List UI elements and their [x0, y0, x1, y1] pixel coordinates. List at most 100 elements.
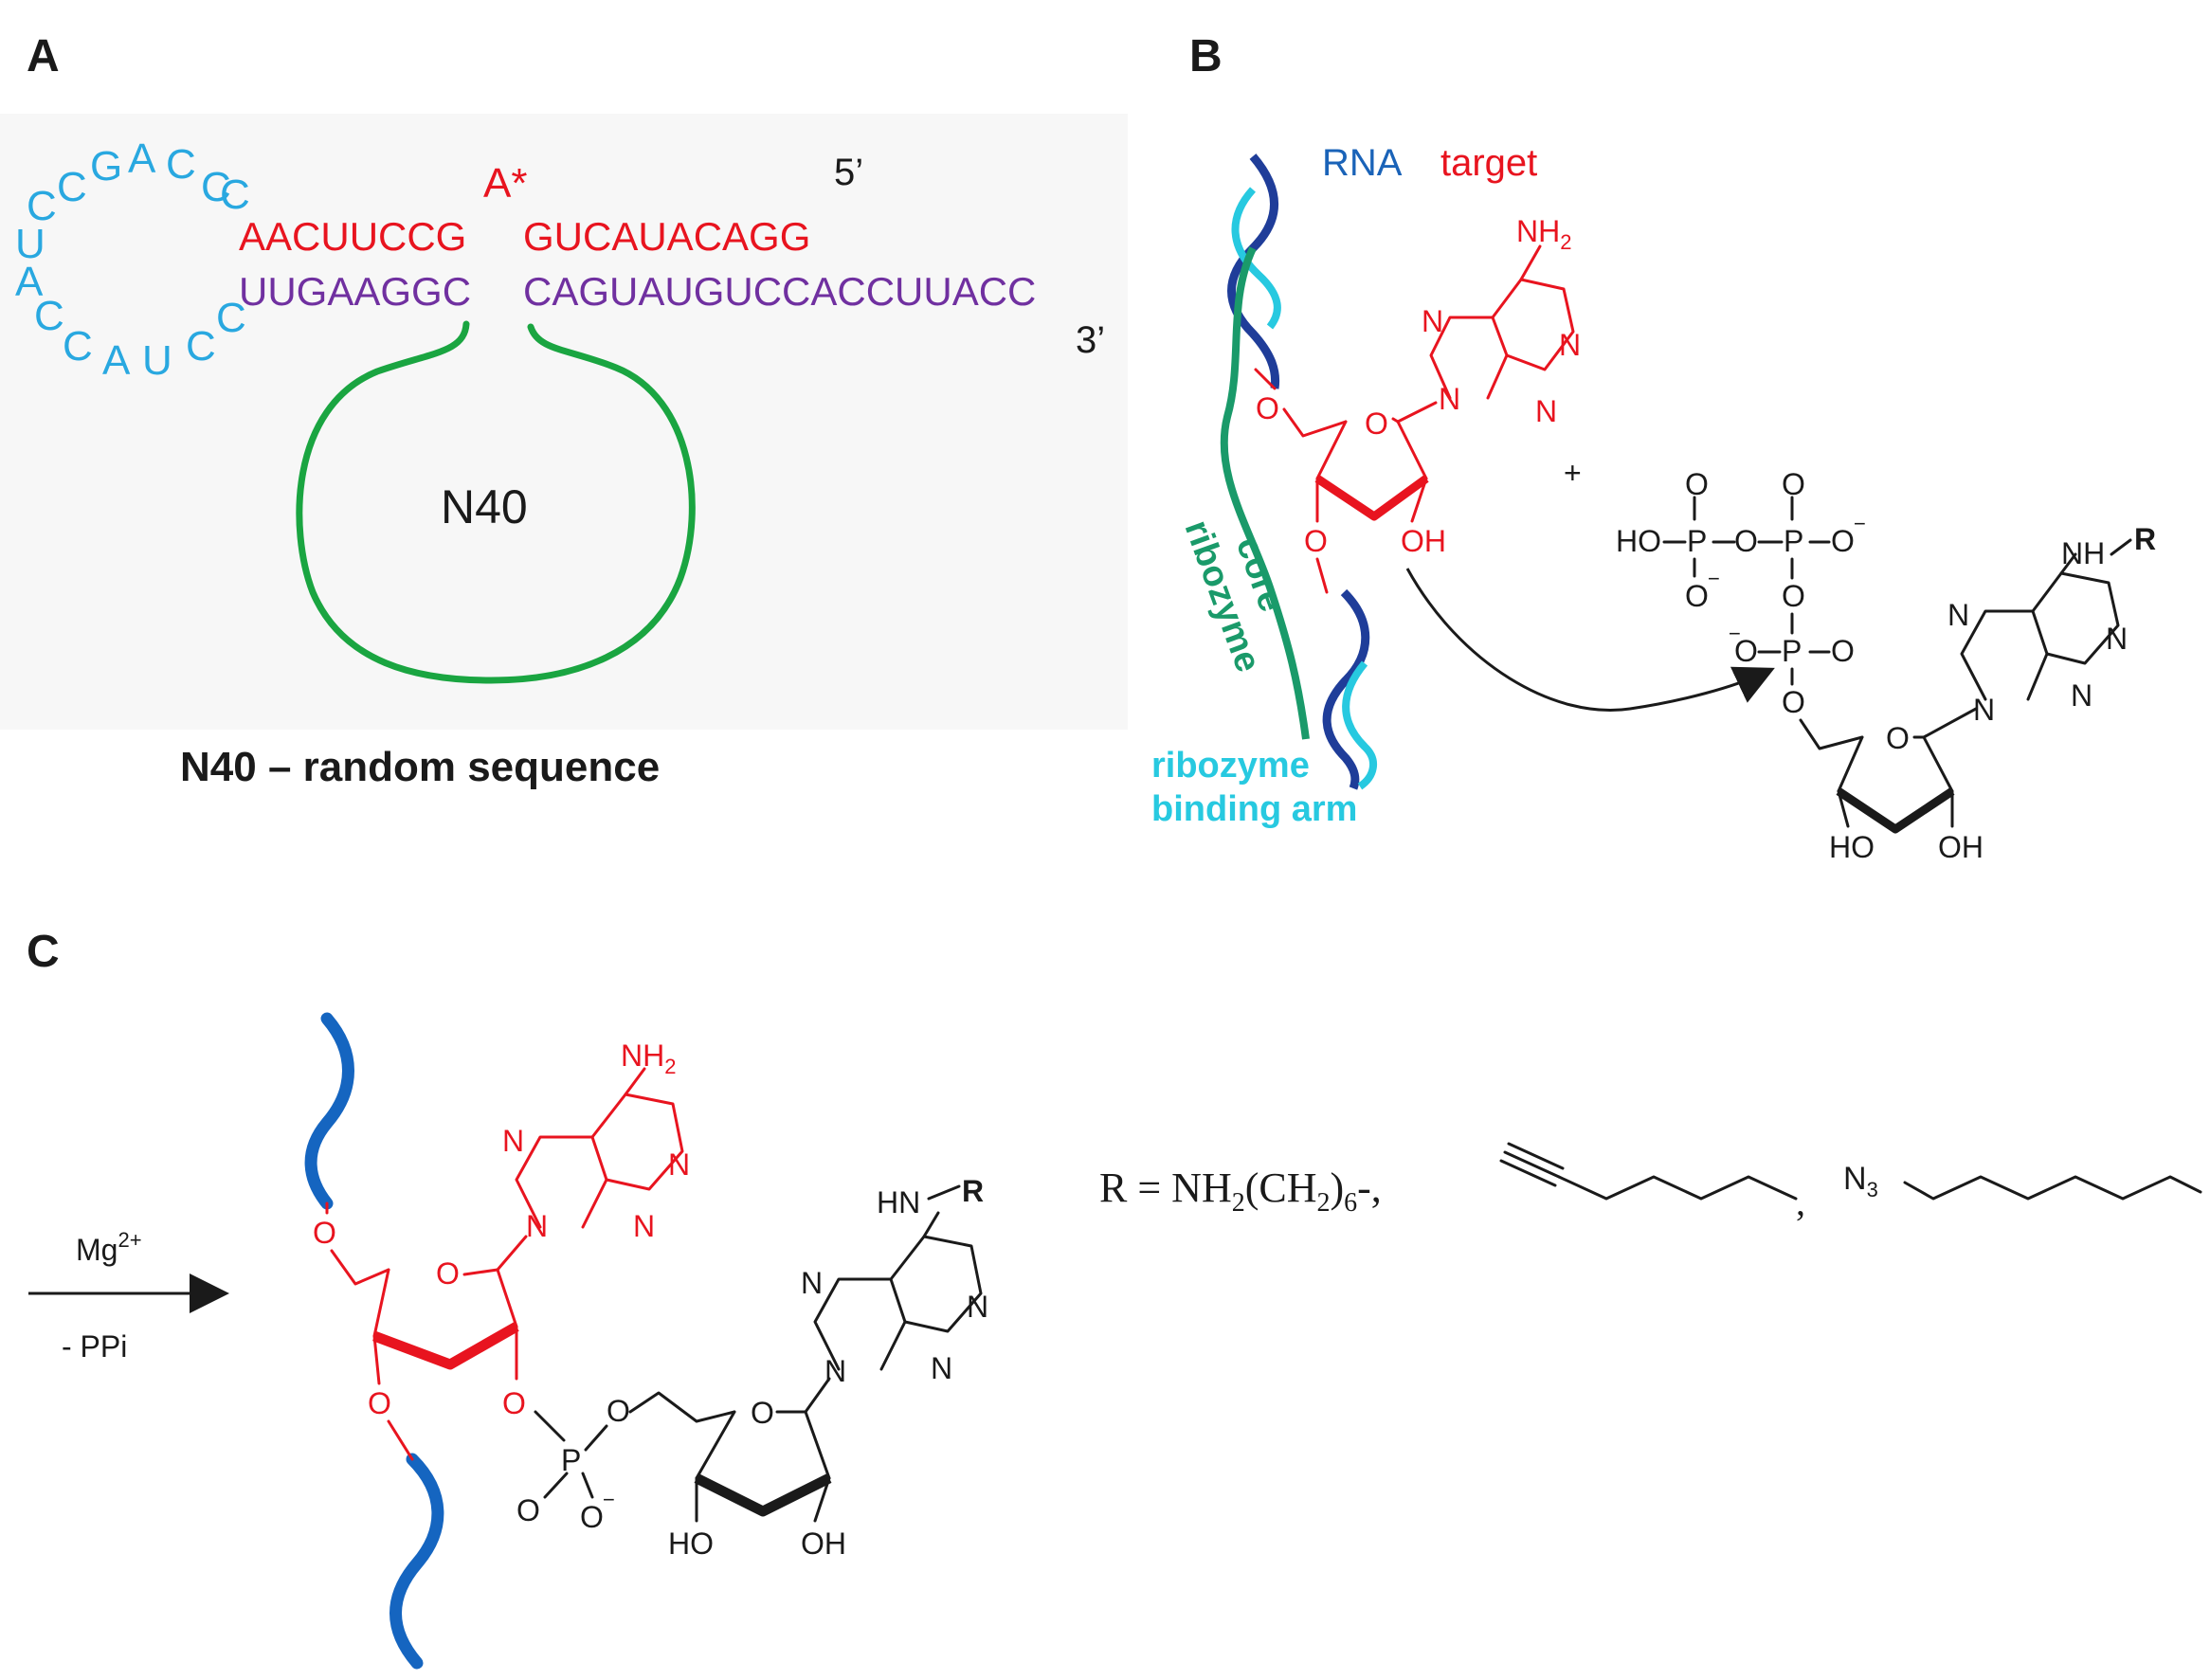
atom-n: N [967, 1290, 988, 1324]
atom-n: N [526, 1209, 548, 1243]
atom-n: N [931, 1351, 952, 1385]
reagent-mg: Mg2+ [76, 1228, 142, 1267]
binding-arm-label-line2: binding arm [1151, 789, 1357, 829]
binding-arm-label-line1: ribozyme [1151, 746, 1310, 786]
triphosphate-group: HO P O O − O P O O − O P O − O [1616, 467, 1866, 750]
atom-ho: HO [1616, 524, 1661, 558]
atom-p: P [1782, 634, 1802, 668]
atp-nucleoside: O HO OH N N N N NH R [1829, 522, 2156, 864]
atom-nh: NH [2061, 536, 2105, 570]
strand-top-right: GUCAUACAGG [523, 214, 810, 259]
atom-n: N [633, 1209, 655, 1243]
atom-o-minus: O [580, 1500, 604, 1534]
atom-o: O [1734, 524, 1758, 558]
atom-o: O [1831, 634, 1855, 668]
azide-group: N3 [1843, 1161, 1878, 1201]
strand-bottom-left: UUGAAGGC [239, 269, 471, 314]
target-nucleotide: O O OH O N N N N NH2 [1254, 214, 1581, 594]
atom-nh2: NH2 [621, 1039, 676, 1078]
atom-n: N [801, 1266, 823, 1300]
cleavage-site: A* [483, 160, 527, 207]
atom-p: P [561, 1443, 581, 1477]
hairpin-loop: C G A C C C C U A C C A U C C [15, 135, 250, 384]
panel-a-label: A [27, 31, 60, 81]
atom-o: O [502, 1386, 526, 1420]
panel-a-caption: N40 – random sequence [180, 744, 660, 790]
strand-top-left: AACUUCCG [239, 214, 466, 259]
strand-bottom-right: CAGUAUGUCCACCUUACC [523, 269, 1036, 314]
atom-oh: OH [801, 1526, 846, 1561]
atom-n: N [824, 1354, 846, 1388]
atom-oh: OH [1938, 830, 1984, 864]
loop-base: C [34, 293, 64, 339]
rna-backbone-lower [389, 1453, 444, 1670]
atom-n: N [1535, 394, 1557, 428]
atom-o: O [1685, 467, 1709, 501]
product-amp: P O O − O O HO OH N N N N HN [516, 1174, 988, 1561]
three-prime-label: 3’ [1076, 319, 1105, 361]
panel-a-background [0, 114, 1128, 730]
atom-r: R [2134, 522, 2156, 556]
atom-o-minus: O [1831, 524, 1855, 558]
atom-o: O [1304, 524, 1328, 558]
rna-upper-strand [1227, 154, 1280, 389]
r-definition: R = NH2(CH2)6-, [1099, 1165, 1382, 1218]
loop-base: G [90, 143, 122, 190]
panel-b: B RNA target ribozyme core ribozyme bind… [1151, 31, 2156, 864]
charge-minus: − [1729, 622, 1741, 645]
loop-base: C [57, 164, 87, 210]
loop-base: U [15, 221, 45, 267]
attack-arrow [1405, 568, 1775, 712]
binding-arm-lower [1342, 660, 1377, 790]
loop-base: C [166, 141, 196, 188]
loop-base: C [201, 164, 231, 210]
atom-ho: HO [668, 1526, 714, 1561]
ribozyme-core-strand [1220, 246, 1310, 740]
atom-nh2: NH2 [1516, 214, 1571, 254]
loop-base: C [27, 183, 57, 229]
atom-o-minus: O [1734, 634, 1758, 668]
atom-o: O [1886, 721, 1910, 755]
byproduct-ppi: - PPi [62, 1329, 127, 1364]
atom-ho: HO [1829, 830, 1875, 864]
loop-base: U [142, 337, 172, 384]
rna-label: RNA [1322, 142, 1403, 184]
atom-n: N [502, 1124, 524, 1158]
atom-hn: HN [877, 1185, 920, 1219]
amp-adenine-ring [813, 1277, 907, 1371]
product-target-nucleotide: O O O O N N N N NH2 [313, 1039, 690, 1461]
atom-o: O [751, 1396, 774, 1430]
r-separator: , [1796, 1181, 1805, 1223]
atom-o: O [607, 1394, 630, 1428]
panel-a: A C G A C C C C U A C C A U C C AACUUCCG… [0, 31, 1128, 790]
loop-base: C [186, 323, 216, 370]
n40-loop-label: N40 [441, 480, 528, 533]
atom-n: N [1422, 304, 1443, 338]
atom-o: O [313, 1216, 336, 1250]
panel-b-label: B [1189, 31, 1223, 81]
atom-oh: OH [1401, 524, 1446, 558]
charge-minus: − [1708, 567, 1720, 590]
loop-base: A [15, 259, 44, 305]
five-prime-label: 5’ [834, 152, 863, 193]
charge-minus: − [603, 1488, 615, 1511]
binding-arm-upper [1231, 187, 1281, 330]
loop-base: C [63, 323, 93, 370]
loop-base: A [102, 337, 131, 384]
atom-n: N [1559, 328, 1581, 362]
atom-o: O [1365, 406, 1388, 441]
atom-p: P [1687, 524, 1707, 558]
panel-c-label: C [27, 927, 60, 977]
atom-o: O [1782, 579, 1805, 613]
panel-c: C Mg2+ - PPi O O O O N N N [27, 927, 2202, 1670]
atom-n: N [2106, 622, 2128, 656]
atom-o: O [1782, 467, 1805, 501]
loop-base: A [128, 135, 156, 182]
atom-p: P [1784, 524, 1803, 558]
atom-o: O [436, 1256, 460, 1291]
atom-o-minus: O [1685, 579, 1709, 613]
atom-o: O [368, 1386, 391, 1420]
atom-n: N [1439, 382, 1460, 416]
adenine-ring [1429, 316, 1509, 400]
